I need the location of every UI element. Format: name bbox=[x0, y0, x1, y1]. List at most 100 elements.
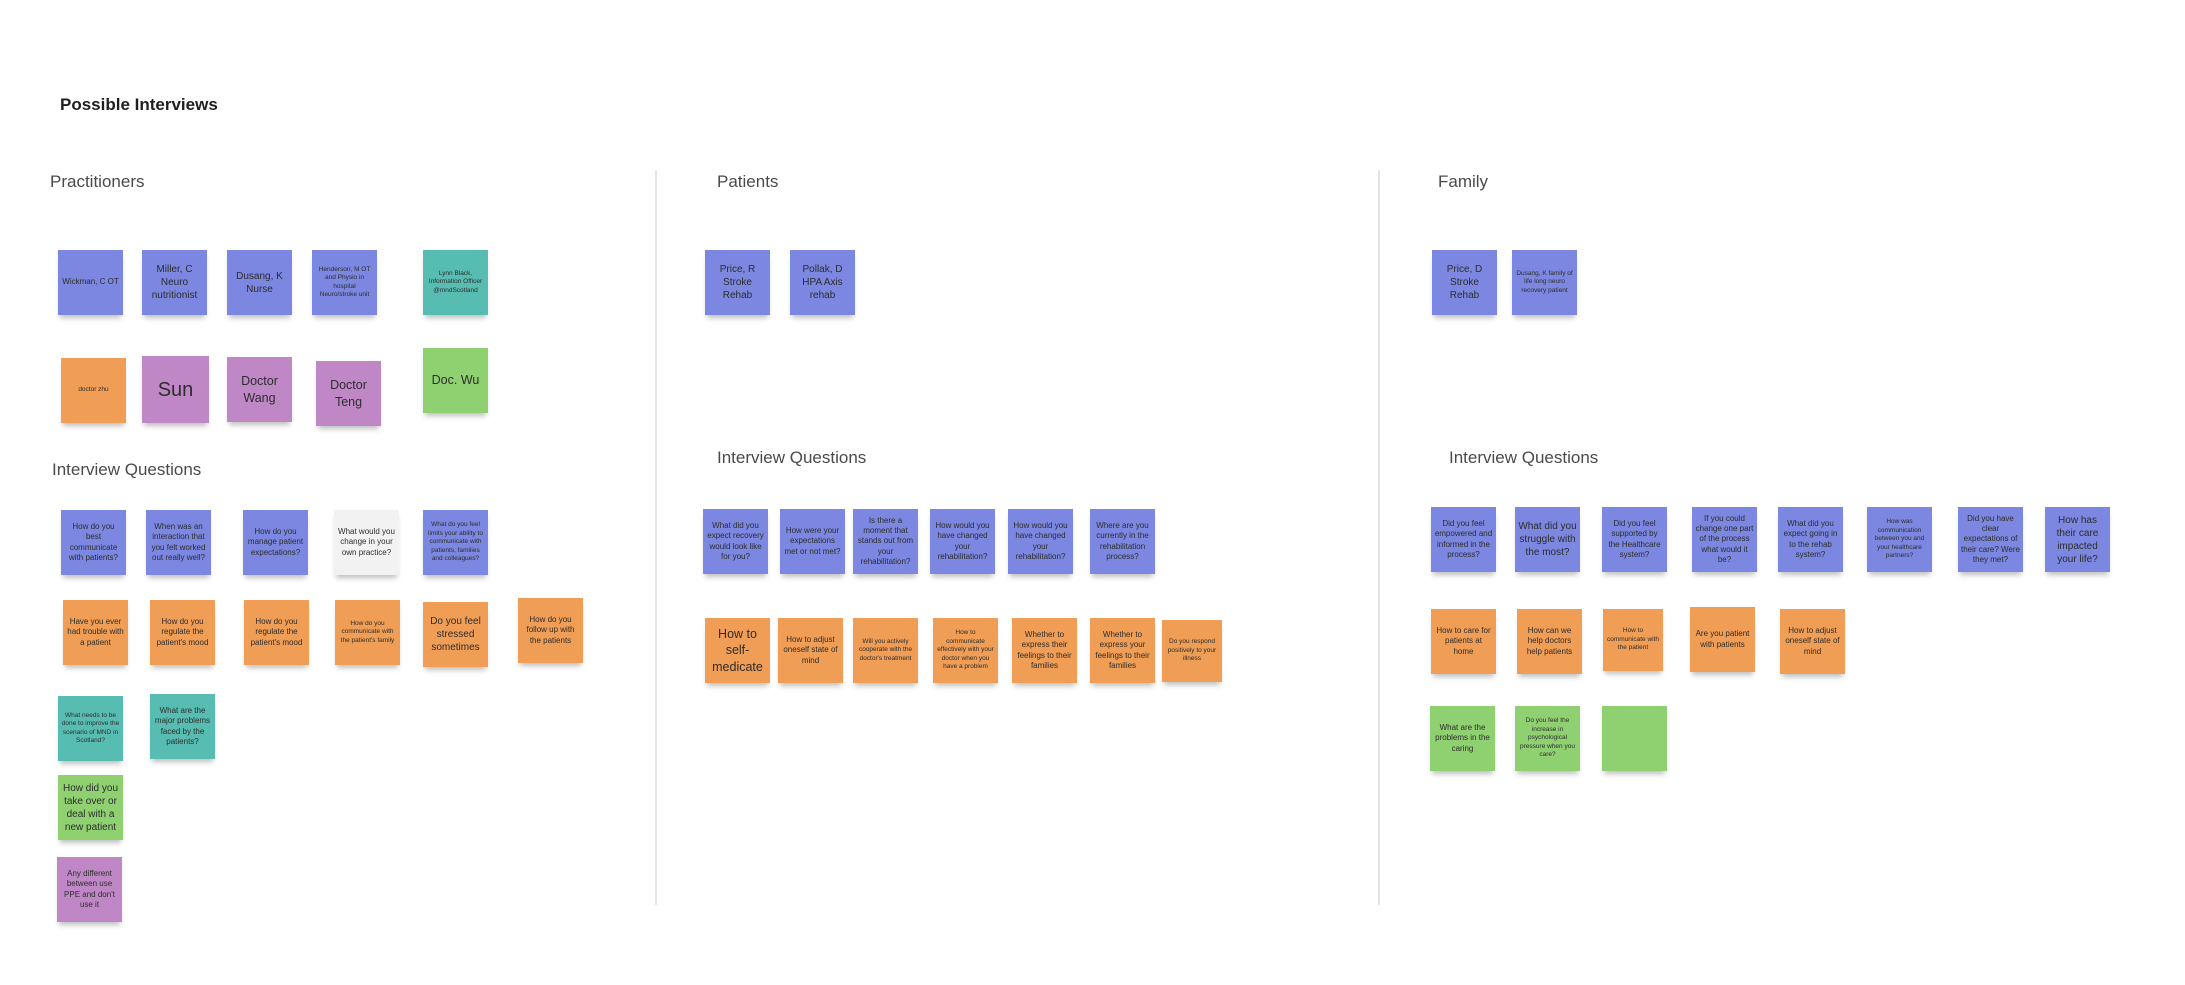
sticky-note[interactable]: Price, D Stroke Rehab bbox=[1432, 250, 1497, 315]
sticky-note[interactable]: Whether to express their feelings to the… bbox=[1012, 618, 1077, 683]
sticky-note-text: Is there a moment that stands out from y… bbox=[857, 515, 914, 567]
sticky-note[interactable]: doctor zhu bbox=[61, 358, 126, 423]
sticky-note[interactable]: What are the problems in the caring bbox=[1430, 706, 1495, 771]
sticky-note-text: Doctor Teng bbox=[330, 378, 367, 409]
sticky-note-text: Dusang, K family of life long neuro reco… bbox=[1516, 269, 1573, 294]
sticky-note[interactable]: Doctor Teng bbox=[316, 361, 381, 426]
sticky-note[interactable]: How can we help doctors help patients bbox=[1517, 609, 1582, 674]
sticky-note[interactable]: How has their care impacted your life? bbox=[2045, 507, 2110, 572]
sticky-note[interactable]: If you could change one part of the proc… bbox=[1692, 507, 1757, 572]
sticky-note-text: Dusang, K Nurse bbox=[236, 270, 283, 295]
sticky-note-text: Wickman, C OT bbox=[62, 277, 119, 287]
sticky-note[interactable]: Henderson, M OT and Physio in hospital N… bbox=[312, 250, 377, 315]
sticky-note[interactable]: What are the major problems faced by the… bbox=[150, 694, 215, 759]
sticky-note[interactable]: How to communicate with the patient bbox=[1603, 609, 1663, 671]
sticky-note-text: How has their care impacted your life? bbox=[2056, 514, 2099, 565]
sticky-note-text: Any different between use PPE and don't … bbox=[64, 868, 115, 909]
sticky-note-text: Miller, C Neuro nutritionist bbox=[151, 264, 198, 301]
sticky-note-text: doctor zhu bbox=[78, 386, 109, 394]
sticky-note-text: Doc. Wu bbox=[431, 373, 480, 388]
sticky-note[interactable]: Did you feel supported by the Healthcare… bbox=[1602, 507, 1667, 572]
section-header-patients[interactable]: Patients bbox=[717, 172, 779, 191]
interview-questions-header-practitioners[interactable]: Interview Questions bbox=[52, 460, 202, 479]
sticky-note-text: What do you feel limits your ability to … bbox=[428, 521, 483, 563]
sticky-note[interactable]: How would you have changed your rehabili… bbox=[930, 509, 995, 574]
sticky-note-text: Price, D Stroke Rehab bbox=[1446, 264, 1483, 301]
sticky-note-text: How to adjust oneself state of mind bbox=[783, 634, 838, 665]
section-header-family[interactable]: Family bbox=[1438, 172, 1489, 191]
interview-questions-header-patients[interactable]: Interview Questions bbox=[717, 448, 867, 467]
sticky-note[interactable]: Dusang, K Nurse bbox=[227, 250, 292, 315]
sticky-note[interactable]: How to communicate effectively with your… bbox=[933, 618, 998, 683]
sticky-note[interactable]: Have you ever had trouble with a patient bbox=[63, 600, 128, 665]
section-divider-line[interactable] bbox=[655, 170, 657, 905]
sticky-note-text: What did you expect going in to the reha… bbox=[1783, 518, 1838, 559]
sticky-note[interactable]: What would you change in your own practi… bbox=[334, 510, 399, 575]
sticky-note[interactable]: How to adjust oneself state of mind bbox=[1780, 609, 1845, 674]
sticky-note[interactable]: Lynn Black, Information Officer @mndScot… bbox=[423, 250, 488, 315]
sticky-note-text: How do you communicate with the patient'… bbox=[340, 619, 395, 644]
sticky-note[interactable]: Any different between use PPE and don't … bbox=[57, 857, 122, 922]
sticky-note-text: How to communicate effectively with your… bbox=[937, 629, 994, 671]
sticky-note-text: Lynn Black, Information Officer @mndScot… bbox=[428, 269, 483, 294]
sticky-note[interactable]: How do you best communicate with patient… bbox=[61, 510, 126, 575]
sticky-note-text: Do you feel stressed sometimes bbox=[430, 616, 481, 653]
sticky-note[interactable]: How did you take over or deal with a new… bbox=[58, 775, 123, 840]
sticky-note[interactable] bbox=[1602, 706, 1667, 771]
sticky-note[interactable]: Are you patient with patients bbox=[1690, 607, 1755, 672]
section-divider-line[interactable] bbox=[1378, 170, 1380, 905]
sticky-note-text: What are the major problems faced by the… bbox=[154, 705, 211, 746]
sticky-note[interactable]: What did you expect recovery would look … bbox=[703, 509, 768, 574]
sticky-note[interactable]: Miller, C Neuro nutritionist bbox=[142, 250, 207, 315]
sticky-note[interactable]: How do you manage patient expectations? bbox=[243, 510, 308, 575]
sticky-note-text: Do you respond positively to your illnes… bbox=[1167, 638, 1217, 663]
sticky-note[interactable]: Is there a moment that stands out from y… bbox=[853, 509, 918, 574]
sticky-note[interactable]: What did you struggle with the most? bbox=[1515, 507, 1580, 572]
sticky-note-text: How would you have changed your rehabili… bbox=[1013, 520, 1068, 561]
sticky-note[interactable]: Where are you currently in the rehabilit… bbox=[1090, 509, 1155, 574]
section-header-practitioners[interactable]: Practitioners bbox=[50, 172, 145, 191]
sticky-note[interactable]: Did you have clear expectations of their… bbox=[1958, 507, 2023, 572]
sticky-note[interactable]: What did you expect going in to the reha… bbox=[1778, 507, 1843, 572]
sticky-note[interactable]: What do you feel limits your ability to … bbox=[423, 510, 488, 575]
sticky-note[interactable]: Do you feel the increase in psychologica… bbox=[1515, 706, 1580, 771]
sticky-note[interactable]: What needs to be done to improve the sce… bbox=[58, 696, 123, 761]
sticky-note[interactable]: Did you feel empowered and informed in t… bbox=[1431, 507, 1496, 572]
sticky-note[interactable]: Do you feel stressed sometimes bbox=[423, 602, 488, 667]
sticky-note[interactable]: Wickman, C OT bbox=[58, 250, 123, 315]
sticky-note[interactable]: How do you regulate the patient's mood bbox=[150, 600, 215, 665]
sticky-note-text: What would you change in your own practi… bbox=[338, 526, 395, 557]
sticky-note-text: Have you ever had trouble with a patient bbox=[67, 616, 124, 647]
sticky-note[interactable]: Sun bbox=[142, 356, 209, 423]
sticky-note[interactable]: Do you respond positively to your illnes… bbox=[1162, 620, 1222, 682]
sticky-note[interactable]: How were your expectations met or not me… bbox=[780, 509, 845, 574]
sticky-note[interactable]: Doc. Wu bbox=[423, 348, 488, 413]
sticky-note[interactable]: Pollak, D HPA Axis rehab bbox=[790, 250, 855, 315]
sticky-note[interactable]: How to self-medicate bbox=[705, 618, 770, 683]
sticky-note-text: Did you feel empowered and informed in t… bbox=[1434, 518, 1493, 559]
sticky-note[interactable]: Whether to express your feelings to thei… bbox=[1090, 618, 1155, 683]
board-title[interactable]: Possible Interviews bbox=[60, 95, 218, 114]
sticky-note[interactable]: When was an interaction that you felt wo… bbox=[146, 510, 211, 575]
sticky-note[interactable]: How do you regulate the patient's mood bbox=[244, 600, 309, 665]
sticky-note[interactable]: How would you have changed your rehabili… bbox=[1008, 509, 1073, 574]
sticky-note[interactable]: How to care for patients at home bbox=[1431, 609, 1496, 674]
sticky-note[interactable]: Price, R Stroke Rehab bbox=[705, 250, 770, 315]
interview-questions-header-family[interactable]: Interview Questions bbox=[1449, 448, 1599, 467]
sticky-note[interactable]: How do you follow up with the patients bbox=[518, 598, 583, 663]
sticky-note-text: How would you have changed your rehabili… bbox=[935, 520, 990, 561]
sticky-note-text: What needs to be done to improve the sce… bbox=[61, 711, 120, 744]
sticky-note[interactable]: How do you communicate with the patient'… bbox=[335, 600, 400, 665]
sticky-note[interactable]: Doctor Wang bbox=[227, 357, 292, 422]
sticky-note[interactable]: How to adjust oneself state of mind bbox=[778, 618, 843, 683]
sticky-note-text: Are you patient with patients bbox=[1695, 629, 1750, 649]
sticky-note-text: How can we help doctors help patients bbox=[1526, 625, 1573, 656]
sticky-note-text: Whether to express their feelings to the… bbox=[1017, 629, 1072, 670]
sticky-note-text: How were your expectations met or not me… bbox=[784, 525, 841, 556]
sticky-note-text: How do you follow up with the patients bbox=[526, 614, 575, 645]
sticky-note-text: Do you feel the increase in psychologica… bbox=[1520, 717, 1575, 759]
sticky-note[interactable]: How was communication between you and yo… bbox=[1867, 507, 1932, 572]
sticky-note[interactable]: Dusang, K family of life long neuro reco… bbox=[1512, 250, 1577, 315]
sticky-note[interactable]: Will you actively cooperate with the doc… bbox=[853, 618, 918, 683]
